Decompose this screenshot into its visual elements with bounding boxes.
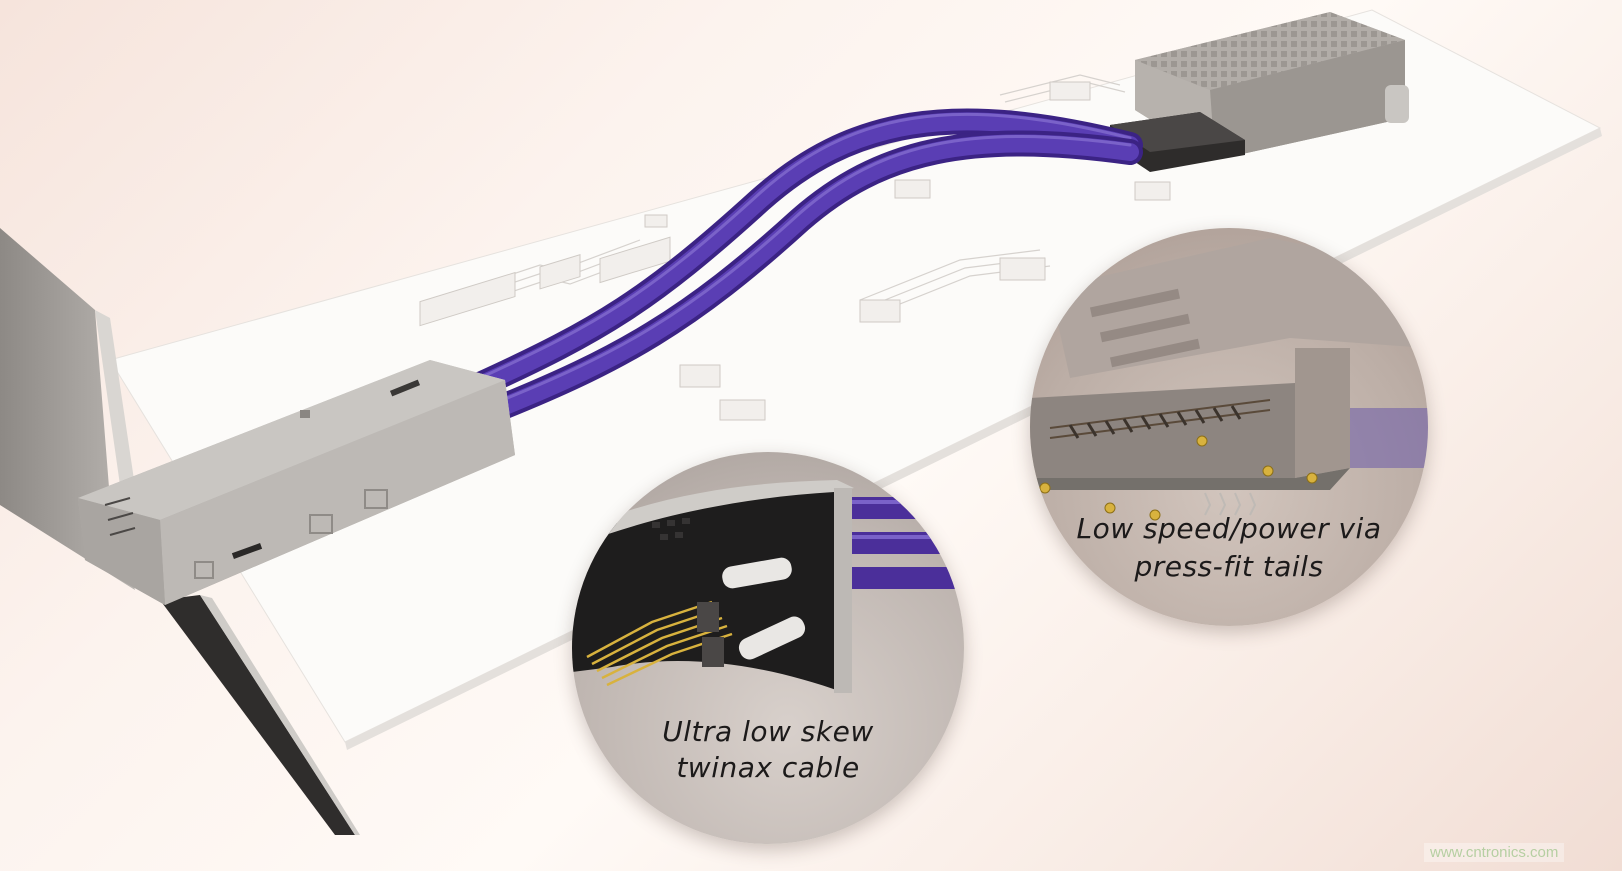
callout-press-fit-line2: press-fit tails [1134, 550, 1324, 583]
watermark: www.cntronics.com [1424, 843, 1565, 862]
callout-twinax-line2: twinax cable [676, 751, 860, 784]
twinax-cutaway-render [572, 480, 964, 693]
cable-end-connector [1110, 112, 1245, 172]
callout-twinax-line1: Ultra low skew [662, 715, 874, 748]
callout-twinax-caption: Ultra low skew twinax cable [572, 714, 964, 786]
callout-press-fit-line1: Low speed/power via [1076, 512, 1382, 545]
twinax-cable [467, 108, 1143, 423]
press-fit-underside-render [1030, 238, 1428, 521]
callout-press-fit-caption: Low speed/power via press-fit tails [1030, 510, 1428, 586]
connector-cage [78, 360, 515, 605]
inset-press-fit-detail: Low speed/power via press-fit tails [1030, 228, 1428, 626]
pcb-components [419, 81, 1171, 421]
inset-twinax-detail: Ultra low skew twinax cable [572, 452, 964, 844]
